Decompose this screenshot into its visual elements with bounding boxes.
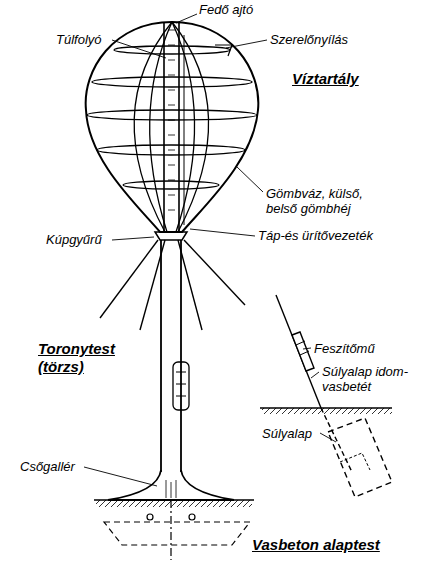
anchor-detail bbox=[260, 295, 392, 497]
tower-door bbox=[173, 362, 189, 410]
tensioner bbox=[292, 332, 314, 371]
section-heading: Vasbeton alaptest bbox=[252, 536, 380, 554]
leader-line bbox=[176, 14, 197, 23]
tank-ring bbox=[123, 181, 219, 189]
tower-body bbox=[108, 240, 234, 500]
part-label: Kúpgyűrű bbox=[46, 232, 102, 247]
leader-line bbox=[226, 40, 267, 48]
part-label: Gömbváz, külső, belső gömbhéj bbox=[266, 186, 384, 216]
anchor-bolt bbox=[147, 514, 153, 520]
leader-line bbox=[311, 372, 319, 378]
part-label: Feszítőmű bbox=[314, 341, 375, 356]
axis-line bbox=[170, 500, 171, 560]
part-label: Szerelőnyílás bbox=[270, 32, 348, 47]
foundation bbox=[104, 500, 250, 560]
ladder bbox=[168, 30, 175, 210]
part-label: Táp-és ürítővezeték bbox=[258, 228, 373, 243]
block-reinforcement bbox=[340, 453, 370, 470]
part-label: Túlfolyó bbox=[56, 32, 102, 47]
section-heading: Víztartály bbox=[292, 70, 359, 88]
tank-outline bbox=[86, 22, 259, 232]
leader-line bbox=[303, 348, 311, 349]
leader-line bbox=[190, 229, 255, 236]
access-hatch bbox=[215, 45, 232, 56]
detail-ground-hatch bbox=[262, 408, 392, 414]
weight-block bbox=[328, 418, 392, 497]
part-label: Súlyalap bbox=[262, 426, 312, 441]
tank-group bbox=[86, 22, 259, 240]
leader-line bbox=[112, 40, 166, 58]
tensioner-thread bbox=[296, 341, 309, 355]
foundation-block bbox=[104, 522, 250, 545]
cone-ring bbox=[155, 232, 187, 240]
leader-line bbox=[236, 166, 263, 192]
overflow-pipe bbox=[184, 35, 185, 225]
stay-cable bbox=[184, 240, 245, 305]
leader-line bbox=[84, 467, 157, 486]
leader-line bbox=[320, 433, 336, 442]
part-label: Csőgallér bbox=[20, 459, 75, 474]
stay-cable bbox=[100, 240, 158, 318]
part-label: Súlyalap idom- vasbetét bbox=[322, 364, 434, 394]
section-heading: Toronytest (törzs) bbox=[38, 340, 138, 376]
tower-column bbox=[161, 240, 181, 472]
ground-hatch bbox=[96, 500, 252, 507]
part-label: Fedő ajtó bbox=[199, 2, 253, 17]
detail-cable-buried bbox=[321, 408, 352, 472]
stay-cables bbox=[100, 240, 245, 330]
tank-ring bbox=[92, 77, 252, 87]
detail-ground-line bbox=[260, 407, 392, 408]
ground-line bbox=[94, 499, 254, 500]
collar-ribs bbox=[166, 480, 176, 498]
tank-ring bbox=[87, 110, 257, 120]
door-panel bbox=[176, 372, 186, 396]
pipe-collar bbox=[108, 470, 234, 500]
anchor-bolt bbox=[189, 514, 195, 520]
leader-line bbox=[112, 237, 154, 240]
tank-ring bbox=[114, 46, 230, 54]
inner-shaft bbox=[164, 22, 179, 232]
